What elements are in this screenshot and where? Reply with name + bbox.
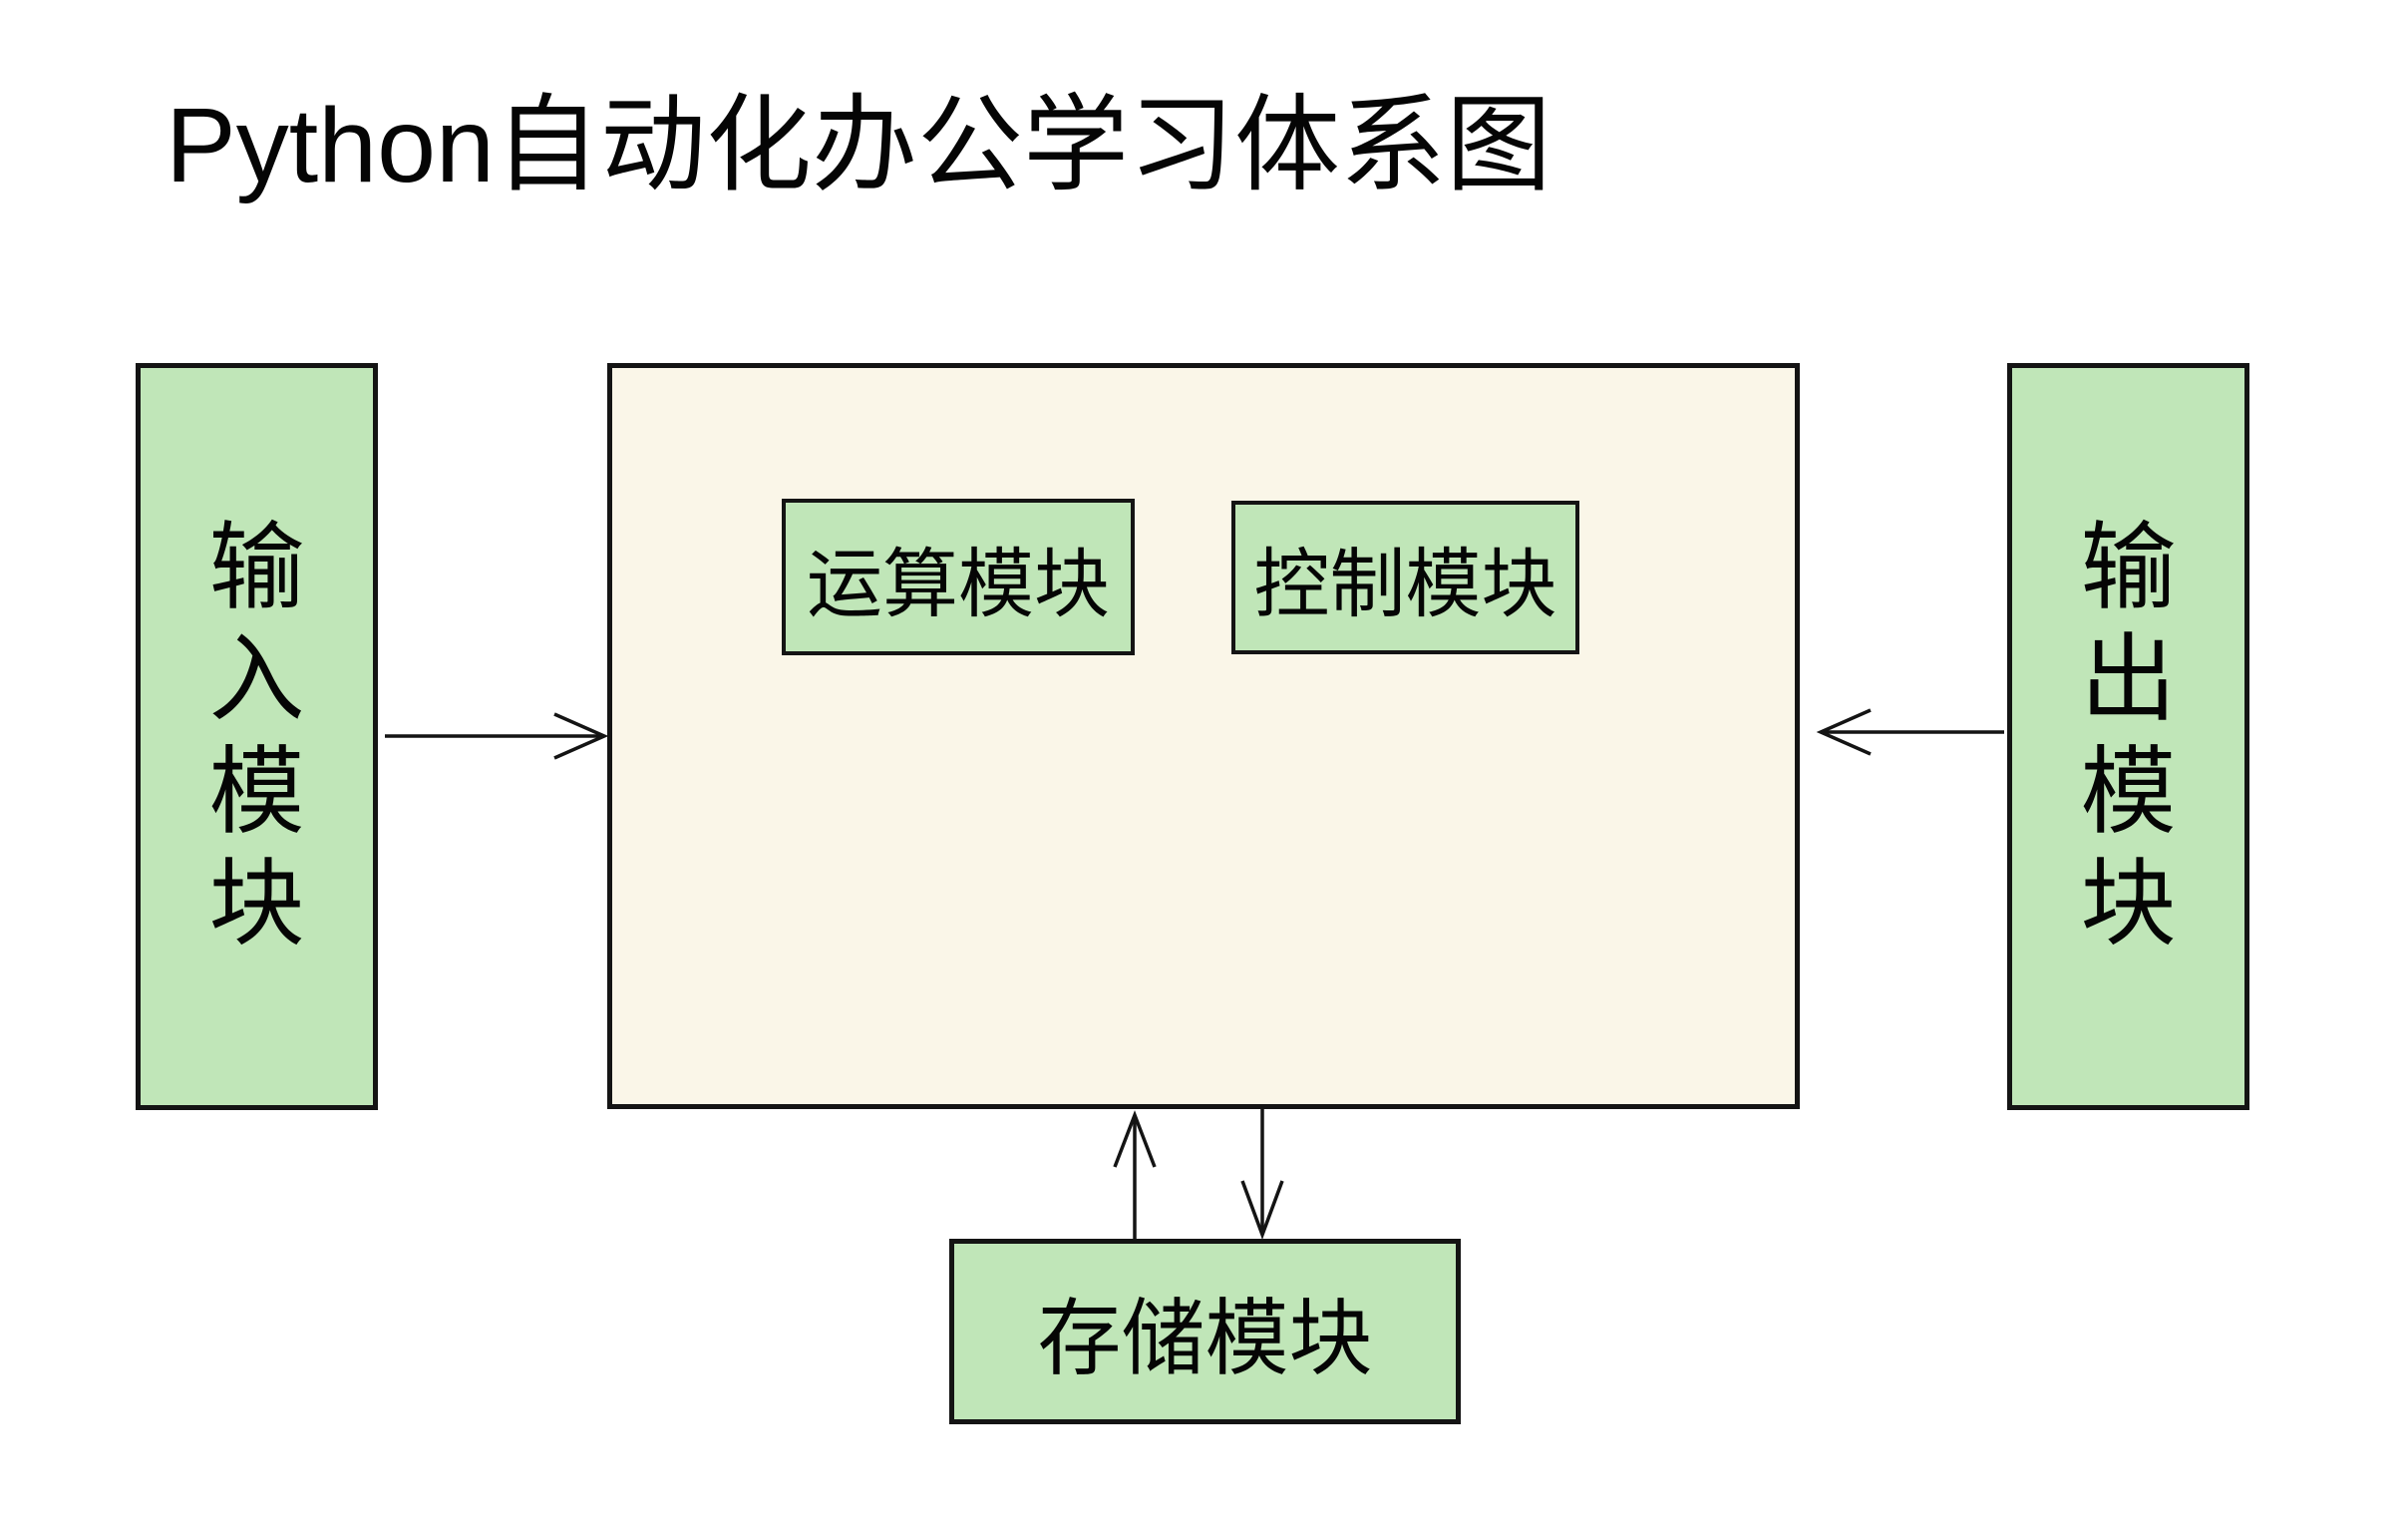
arrow-output-to-processor-icon [1816, 708, 2004, 756]
arrow-processor-to-storage-icon [1240, 1107, 1284, 1241]
arrow-input-to-processor-icon [385, 712, 609, 760]
module-input-label: 输入模块 [208, 514, 305, 957]
module-processor: 运算模块 控制模块 [607, 363, 1800, 1109]
module-input: 输入模块 [136, 363, 378, 1110]
module-storage: 存储模块 [949, 1239, 1461, 1424]
submodule-control-label: 控制模块 [1253, 543, 1557, 627]
submodule-control: 控制模块 [1231, 501, 1579, 654]
submodule-compute-label: 运算模块 [807, 542, 1110, 627]
module-output: 输出模块 [2007, 363, 2249, 1110]
module-storage-label: 存储模块 [1037, 1291, 1373, 1385]
arrow-storage-to-processor-icon [1113, 1110, 1157, 1240]
diagram-title: Python自动化办公学习体系图 [166, 87, 1552, 204]
module-output-label: 输出模块 [2080, 514, 2177, 957]
submodule-compute: 运算模块 [782, 499, 1135, 655]
